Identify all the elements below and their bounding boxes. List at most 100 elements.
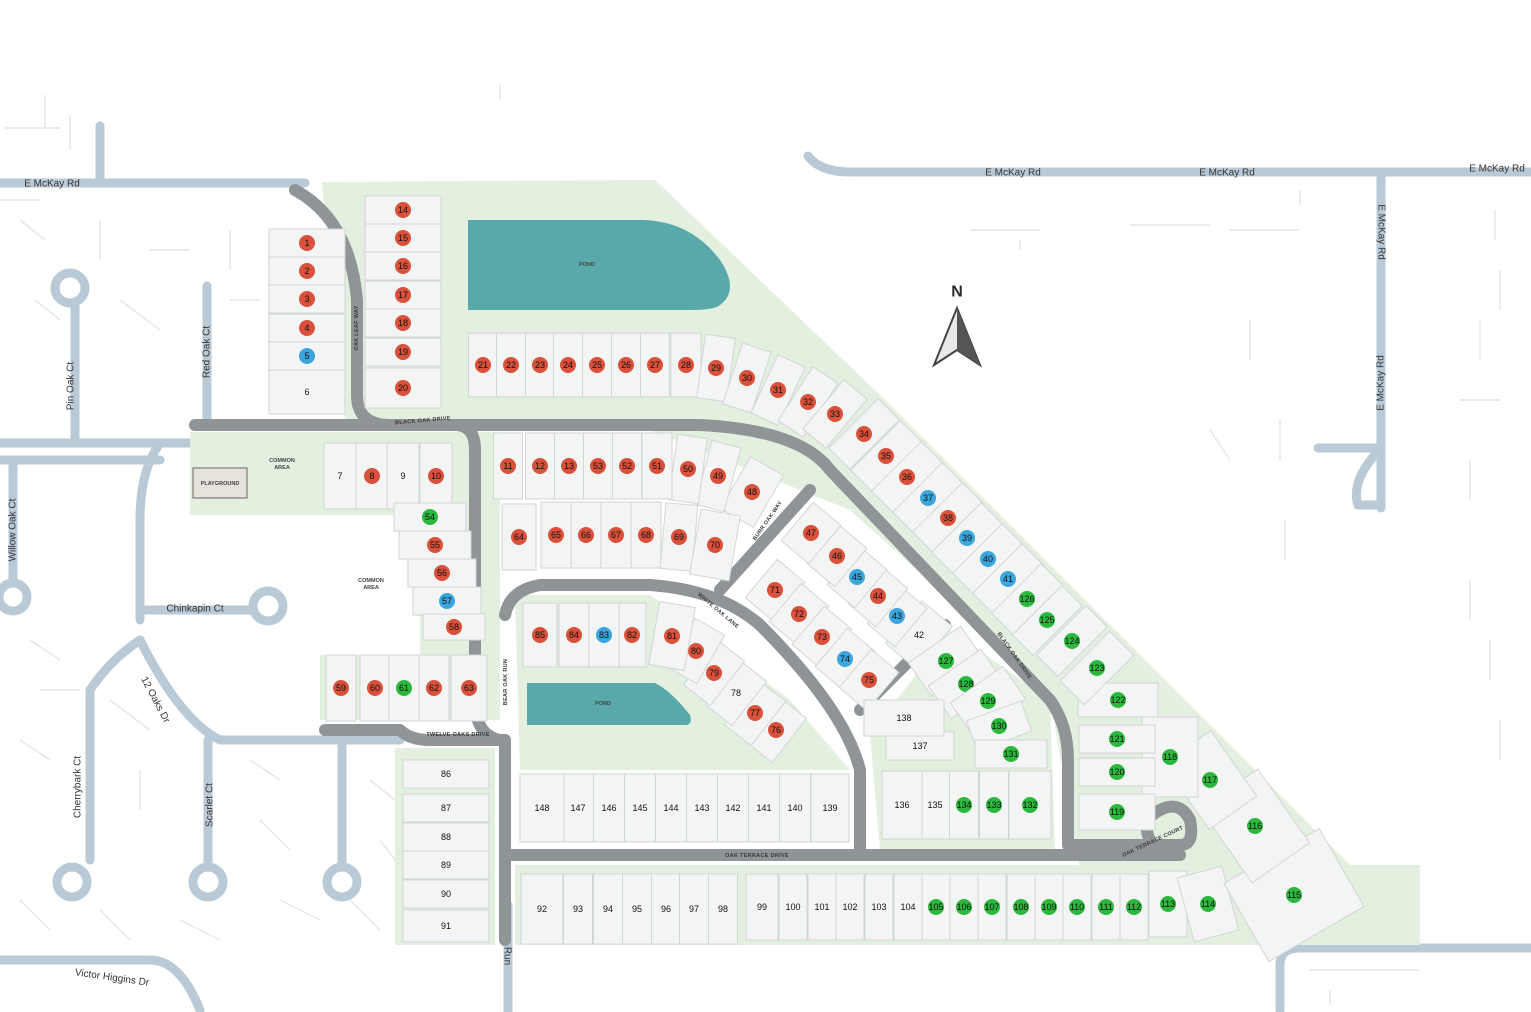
lot-72[interactable]: 72: [768, 582, 830, 646]
lot-22[interactable]: 22: [496, 332, 526, 398]
lot-97-parcel[interactable]: [679, 873, 709, 945]
lot-69[interactable]: 69: [659, 502, 699, 572]
lot-62[interactable]: 62: [418, 654, 450, 722]
lot-104[interactable]: 104: [893, 873, 923, 941]
lot-134[interactable]: 134: [949, 770, 979, 840]
lot-59[interactable]: 59: [325, 654, 357, 722]
lot-85[interactable]: 85: [522, 602, 558, 668]
lot-135-parcel[interactable]: [920, 770, 950, 840]
lot-10[interactable]: 10: [419, 442, 453, 510]
lot-88[interactable]: 88: [402, 822, 490, 852]
lot-89-parcel[interactable]: [402, 850, 490, 880]
lot-51[interactable]: 51: [641, 432, 673, 500]
lot-65[interactable]: 65: [540, 501, 572, 569]
lot-83[interactable]: 83: [588, 602, 620, 668]
lot-146[interactable]: 146: [593, 773, 625, 843]
lot-92[interactable]: 92: [520, 873, 564, 945]
lot-94-parcel[interactable]: [593, 873, 623, 945]
lot-111[interactable]: 111: [1091, 873, 1121, 941]
lot-148[interactable]: 148: [519, 773, 565, 843]
lot-103[interactable]: 103: [864, 873, 894, 941]
lot-139[interactable]: 139: [810, 773, 850, 843]
lot-9[interactable]: 9: [386, 442, 420, 510]
lot-105[interactable]: 105: [921, 873, 951, 941]
lot-19[interactable]: 19: [364, 337, 442, 367]
lot-143[interactable]: 143: [686, 773, 718, 843]
lot-87[interactable]: 87: [402, 793, 490, 823]
lot-107[interactable]: 107: [977, 873, 1007, 941]
lot-56[interactable]: 56: [407, 558, 477, 588]
lot-102-parcel[interactable]: [835, 873, 865, 941]
lot-141[interactable]: 141: [748, 773, 780, 843]
lot-25[interactable]: 25: [582, 332, 612, 398]
lot-124[interactable]: 124: [1035, 604, 1109, 678]
lot-143-parcel[interactable]: [686, 773, 718, 843]
lot-11[interactable]: 11: [493, 432, 523, 500]
lot-86[interactable]: 86: [402, 759, 490, 789]
lot-67[interactable]: 67: [600, 501, 632, 569]
lot-147-parcel[interactable]: [562, 773, 594, 843]
lot-136-parcel[interactable]: [881, 770, 923, 840]
lot-20[interactable]: 20: [364, 367, 442, 409]
lot-119[interactable]: 119: [1078, 793, 1156, 831]
lot-54[interactable]: 54: [393, 502, 467, 532]
lot-130[interactable]: 130: [965, 700, 1033, 752]
lot-4[interactable]: 4: [268, 313, 346, 343]
lot-90-parcel[interactable]: [402, 879, 490, 909]
lot-30[interactable]: 30: [722, 342, 772, 414]
lot-32[interactable]: 32: [777, 366, 839, 438]
lot-18[interactable]: 18: [364, 308, 442, 338]
lot-127[interactable]: 127: [907, 625, 985, 697]
lot-63[interactable]: 63: [450, 654, 488, 722]
lot-33[interactable]: 33: [802, 379, 868, 449]
lot-91-parcel[interactable]: [402, 909, 490, 943]
lot-138-parcel[interactable]: [863, 699, 945, 737]
lot-112[interactable]: 112: [1119, 873, 1149, 941]
lot-140[interactable]: 140: [779, 773, 811, 843]
lot-12[interactable]: 12: [525, 432, 555, 500]
lot-47[interactable]: 47: [780, 501, 842, 565]
lot-133[interactable]: 133: [979, 770, 1009, 840]
lot-9-parcel[interactable]: [386, 442, 420, 510]
lot-58[interactable]: 58: [422, 613, 486, 641]
lot-91[interactable]: 91: [402, 909, 490, 943]
lot-121[interactable]: 121: [1078, 724, 1156, 754]
lot-6[interactable]: 6: [268, 369, 346, 415]
lot-137-parcel[interactable]: [885, 731, 955, 761]
lot-7[interactable]: 7: [323, 442, 357, 510]
lot-24[interactable]: 24: [553, 332, 583, 398]
lot-131-parcel[interactable]: [974, 739, 1048, 769]
lot-131[interactable]: 131: [974, 739, 1048, 769]
lot-50[interactable]: 50: [667, 433, 709, 505]
lot-75[interactable]: 75: [838, 648, 900, 712]
lot-21[interactable]: 21: [468, 332, 498, 398]
lot-86-parcel[interactable]: [402, 759, 490, 789]
lot-19-parcel[interactable]: [364, 337, 442, 367]
lot-52[interactable]: 52: [612, 432, 642, 500]
lot-82[interactable]: 82: [617, 602, 647, 668]
lot-135[interactable]: 135: [920, 770, 950, 840]
lot-22-parcel[interactable]: [496, 332, 526, 398]
lot-18-parcel[interactable]: [364, 308, 442, 338]
lot-89[interactable]: 89: [402, 850, 490, 880]
lot-6-parcel[interactable]: [268, 369, 346, 415]
lot-28[interactable]: 28: [670, 332, 702, 398]
lot-87-parcel[interactable]: [402, 793, 490, 823]
lot-57[interactable]: 57: [412, 586, 482, 616]
lot-98[interactable]: 98: [708, 873, 738, 945]
lot-26-parcel[interactable]: [611, 332, 641, 398]
lot-43[interactable]: 43: [866, 584, 928, 648]
lot-120[interactable]: 120: [1078, 757, 1156, 787]
lot-125[interactable]: 125: [1010, 583, 1084, 657]
lot-66[interactable]: 66: [570, 501, 602, 569]
playground[interactable]: [192, 467, 248, 499]
lot-114[interactable]: 114: [1176, 865, 1240, 943]
lot-27[interactable]: 27: [640, 332, 670, 398]
lot-136[interactable]: 136: [881, 770, 923, 840]
lot-104-parcel[interactable]: [893, 873, 923, 941]
lot-41[interactable]: 41: [971, 542, 1045, 616]
lot-77[interactable]: 77: [723, 679, 787, 747]
lot-59-parcel[interactable]: [325, 654, 357, 722]
lot-64[interactable]: 64: [501, 503, 537, 571]
